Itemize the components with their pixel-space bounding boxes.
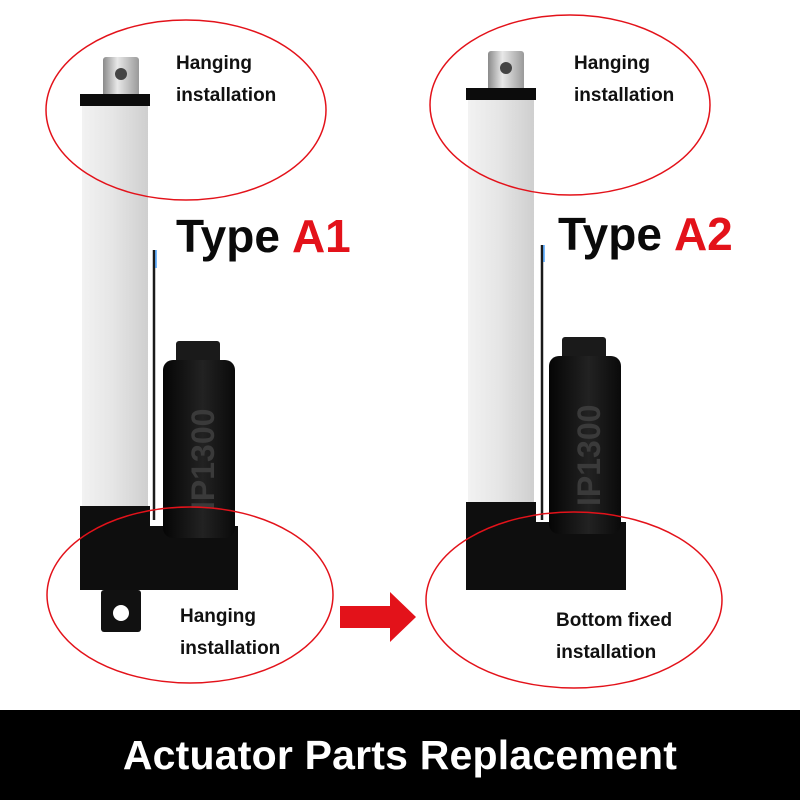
a1-motor-cap	[176, 341, 220, 363]
a2-top-note-line1: Hanging	[574, 53, 650, 74]
a1-rod-hole	[115, 68, 127, 80]
a2-bottom-highlight-ellipse	[425, 511, 723, 689]
a2-bottom-note-line1: Bottom fixed	[556, 610, 673, 631]
a1-top-highlight-ellipse	[45, 19, 327, 201]
a2-motor	[549, 356, 621, 534]
right-arrow-icon	[340, 592, 416, 642]
a2-top-note: Hanging installation	[574, 48, 674, 112]
a2-top-highlight-ellipse	[429, 14, 711, 196]
a1-bottom-note-line1: Hanging	[180, 606, 256, 627]
a1-motor-model-text: IP1300	[185, 409, 221, 510]
a1-top-cap	[80, 94, 150, 106]
actuator-a2: IP1300	[425, 14, 723, 689]
a2-rod-hole	[500, 62, 512, 74]
a1-motor	[163, 360, 235, 538]
type-a1-code: A1	[291, 210, 351, 262]
type-a2-code: A2	[673, 208, 733, 260]
a2-bottom-note-line2: installation	[556, 642, 657, 663]
a1-lug-hole	[113, 605, 129, 621]
a1-top-note-line2: installation	[176, 85, 277, 106]
footer-title: Actuator Parts Replacement	[122, 731, 678, 778]
a1-bottom-highlight-ellipse	[46, 506, 334, 684]
a1-top-note: Hanging installation	[176, 48, 276, 112]
actuator-a1: IP1300	[45, 19, 334, 684]
a1-top-note-line1: Hanging	[176, 53, 252, 74]
product-illustration: IP1300 IP1300	[45, 14, 723, 689]
a2-top-note-line2: installation	[574, 85, 675, 106]
footer-banner: Actuator Parts Replacement	[0, 710, 800, 800]
a1-tube	[82, 106, 148, 508]
type-a2-prefix: Type	[558, 208, 662, 260]
a2-tube	[468, 100, 534, 504]
a2-motor-cap	[562, 337, 606, 359]
a2-top-cap	[466, 88, 536, 100]
a2-bottom-note: Bottom fixed installation	[556, 605, 672, 669]
a1-bottom-note: Hanging installation	[180, 601, 280, 665]
a2-motor-model-text: IP1300	[571, 405, 607, 506]
a1-bottom-note-line2: installation	[180, 638, 281, 659]
type-a1-prefix: Type	[176, 210, 280, 262]
